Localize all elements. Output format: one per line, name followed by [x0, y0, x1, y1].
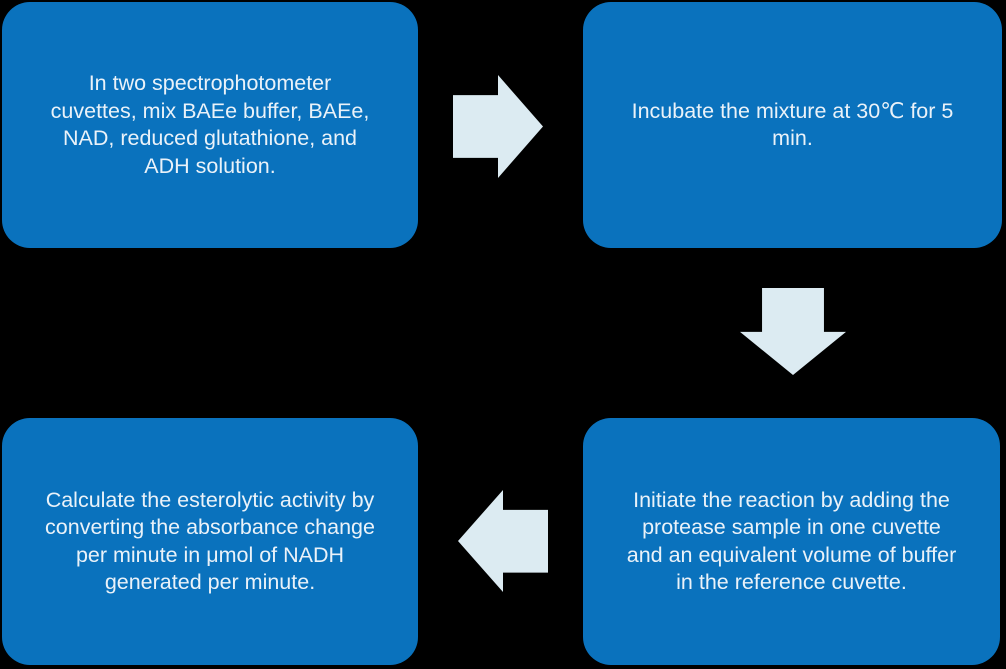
- step-4-text: Calculate the esterolytic activity by co…: [45, 487, 375, 595]
- step-3-text: Initiate the reaction by adding the prot…: [626, 487, 957, 595]
- arrow-left-icon: [458, 490, 548, 592]
- step-box-2: Incubate the mixture at 30℃ for 5 min.: [583, 2, 1002, 248]
- step-box-4: Calculate the esterolytic activity by co…: [2, 418, 418, 665]
- step-2-text: Incubate the mixture at 30℃ for 5 min.: [631, 98, 954, 151]
- step-1-text: In two spectrophotometer cuvettes, mix B…: [50, 71, 370, 178]
- arrow-down-icon: [740, 288, 846, 375]
- step-box-1: In two spectrophotometer cuvettes, mix B…: [2, 2, 418, 248]
- arrow-right-icon: [453, 75, 543, 178]
- step-box-3: Initiate the reaction by adding the prot…: [583, 418, 1000, 665]
